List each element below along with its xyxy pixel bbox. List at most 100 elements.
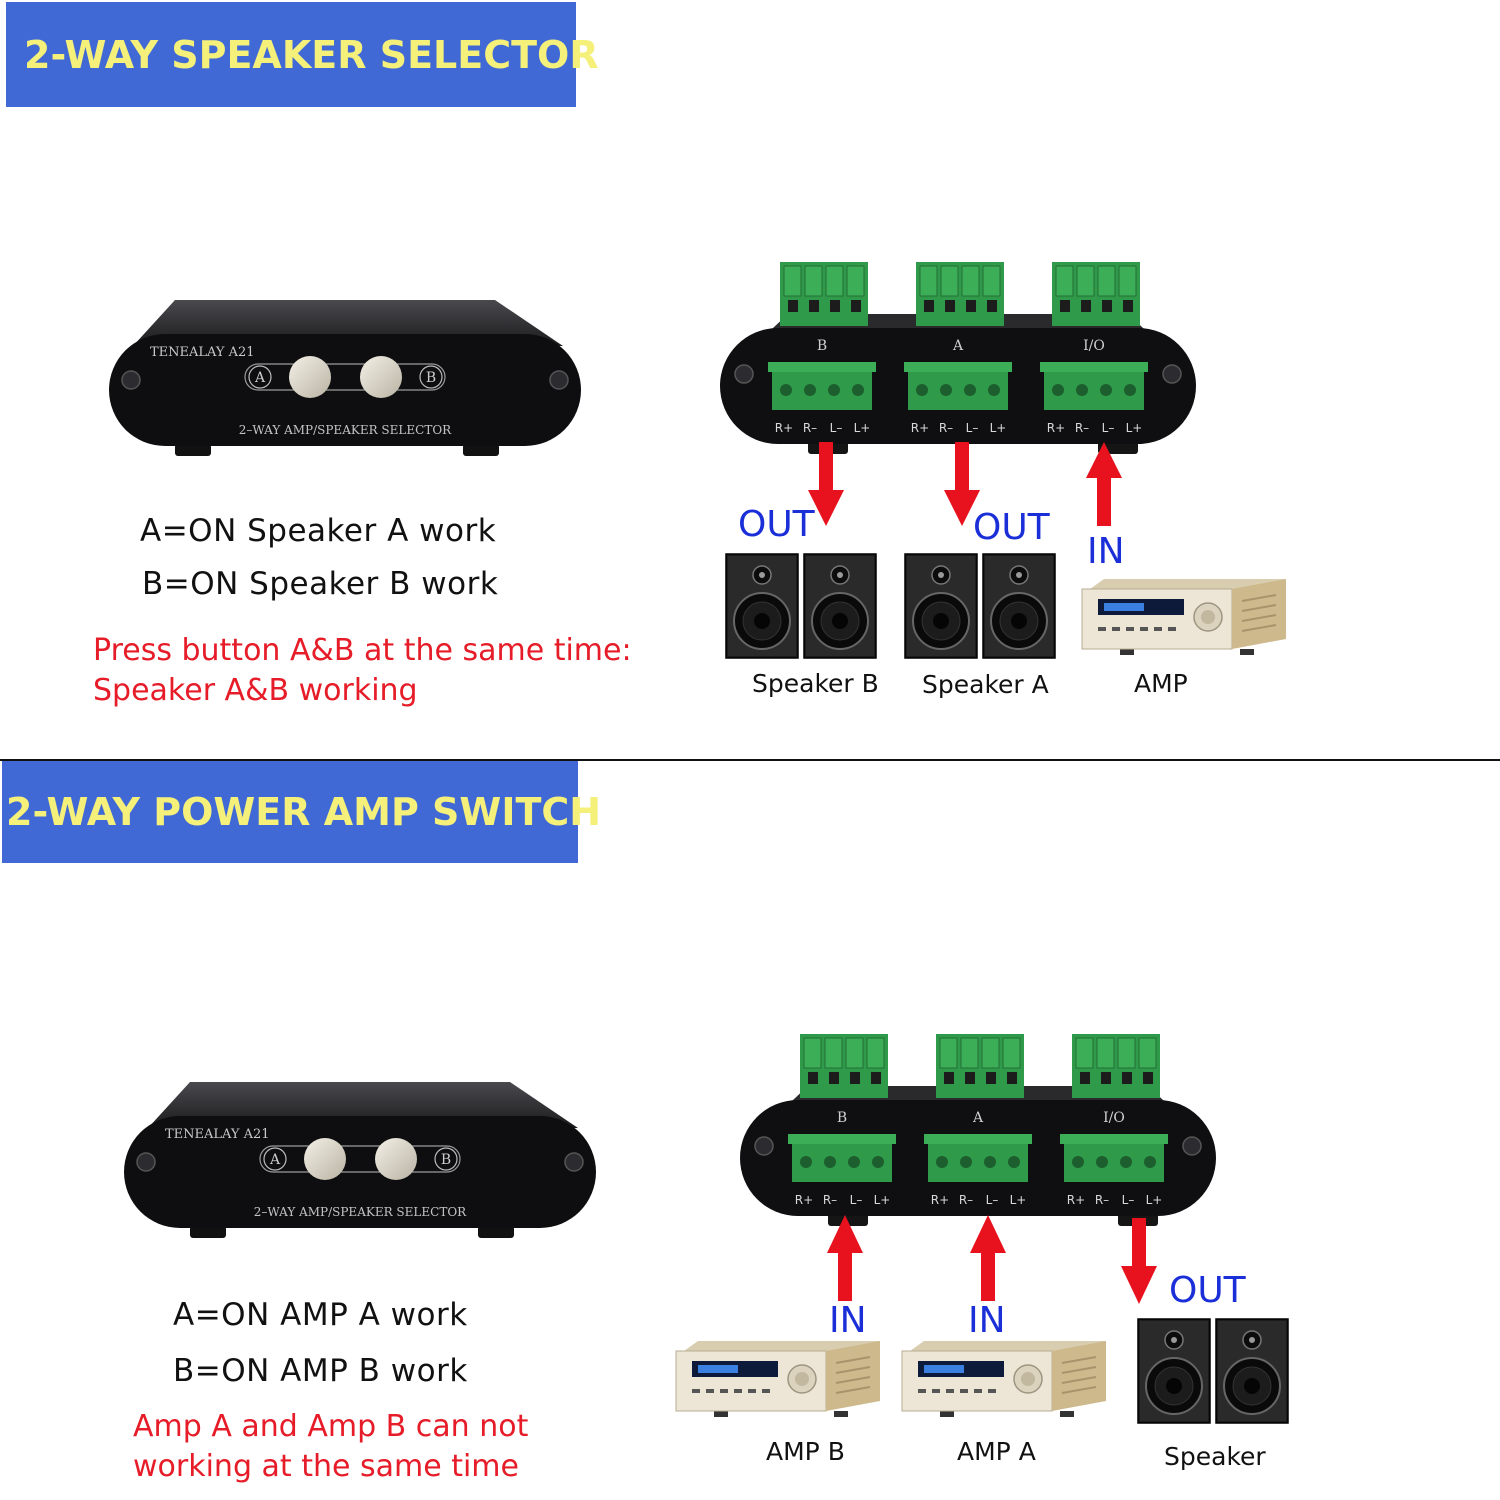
terminal-block-icon bbox=[1040, 362, 1148, 410]
terminal-block-icon bbox=[788, 1134, 896, 1182]
section1-label-b: Speaker B bbox=[752, 669, 879, 698]
section1-flow-io: IN bbox=[1087, 531, 1125, 572]
pin-label: L– bbox=[850, 1193, 863, 1207]
selector-front-panel-1: TENEALAY A21 A B 2–WAY AMP/SPEAKER SELEC… bbox=[109, 300, 581, 456]
screw-icon bbox=[121, 370, 141, 390]
section1-note: Press button A&B at the same time: Speak… bbox=[93, 631, 632, 711]
port-label: A bbox=[952, 338, 964, 354]
screw-icon bbox=[549, 370, 569, 390]
pin-label: R+ bbox=[795, 1193, 813, 1207]
push-button-icon[interactable] bbox=[375, 1138, 417, 1180]
button-b-label: B bbox=[426, 370, 436, 386]
terminal-block-icon bbox=[936, 1034, 1024, 1098]
pin-label: R+ bbox=[931, 1193, 949, 1207]
speaker-pair-b bbox=[725, 553, 877, 659]
device-caption: 2–WAY AMP/SPEAKER SELECTOR bbox=[239, 423, 452, 437]
section2-title: 2-WAY POWER AMP SWITCH bbox=[6, 790, 602, 834]
section-divider bbox=[0, 759, 1500, 761]
pin-label: R+ bbox=[1047, 421, 1065, 435]
section2-flow-b: IN bbox=[829, 1300, 867, 1341]
section1-title-banner: 2-WAY SPEAKER SELECTOR bbox=[6, 2, 599, 107]
arrow-down-icon bbox=[1121, 1218, 1157, 1304]
section1-note-line-1: Press button A&B at the same time: bbox=[93, 633, 632, 668]
section1-line-b: B=ON Speaker B work bbox=[142, 566, 499, 602]
pin-label: L+ bbox=[1010, 1193, 1027, 1207]
section2-label-io: Speaker bbox=[1164, 1442, 1266, 1471]
section2-label-b: AMP B bbox=[766, 1437, 845, 1466]
button-a-label: A bbox=[254, 370, 266, 386]
section1-note-line-2: Speaker A&B working bbox=[93, 673, 418, 708]
speaker-pair bbox=[1137, 1318, 1289, 1424]
screw-icon bbox=[136, 1152, 156, 1172]
speaker-icon bbox=[725, 553, 799, 659]
terminal-block-icon bbox=[916, 262, 1004, 326]
terminal-block-icon bbox=[800, 1034, 888, 1098]
speaker-icon bbox=[1137, 1318, 1211, 1424]
terminal-block-icon bbox=[780, 262, 868, 326]
amplifier-icon bbox=[1081, 579, 1286, 655]
section2-line-a: A=ON AMP A work bbox=[173, 1297, 468, 1333]
button-a-label: A bbox=[269, 1152, 281, 1168]
pin-label: L+ bbox=[1126, 421, 1143, 435]
push-button-icon[interactable] bbox=[360, 356, 402, 398]
device-brand-label: TENEALAY A21 bbox=[150, 345, 255, 360]
port-label: I/O bbox=[1103, 1110, 1125, 1126]
screw-icon bbox=[754, 1136, 774, 1156]
amplifier-icon bbox=[901, 1341, 1106, 1417]
pin-label: R– bbox=[959, 1193, 973, 1207]
pin-label: R+ bbox=[775, 421, 793, 435]
terminal-block-icon bbox=[904, 362, 1012, 410]
section2-title-banner: 2-WAY POWER AMP SWITCH bbox=[2, 761, 601, 863]
section1-label-a: Speaker A bbox=[922, 670, 1049, 699]
amplifier-icon bbox=[675, 1341, 880, 1417]
pin-label: L+ bbox=[874, 1193, 891, 1207]
pin-label: R– bbox=[803, 421, 817, 435]
arrow-down-icon bbox=[944, 442, 980, 526]
section1-title: 2-WAY SPEAKER SELECTOR bbox=[24, 32, 599, 77]
button-b-label: B bbox=[441, 1152, 451, 1168]
device-brand-label: TENEALAY A21 bbox=[165, 1127, 270, 1142]
section2-label-a: AMP A bbox=[957, 1437, 1036, 1466]
arrow-up-icon bbox=[970, 1215, 1006, 1301]
speaker-icon bbox=[1215, 1318, 1289, 1424]
port-label: B bbox=[837, 1110, 847, 1126]
push-button-icon[interactable] bbox=[289, 356, 331, 398]
section1-flow-b: OUT bbox=[738, 504, 815, 545]
speaker-icon bbox=[982, 553, 1056, 659]
selector-front-panel-2: TENEALAY A21 A B 2–WAY AMP/SPEAKER SELEC… bbox=[124, 1082, 596, 1238]
port-label: A bbox=[972, 1110, 984, 1126]
pin-label: L+ bbox=[990, 421, 1007, 435]
port-label: I/O bbox=[1083, 338, 1105, 354]
pin-label: R+ bbox=[911, 421, 929, 435]
pin-label: R– bbox=[1075, 421, 1089, 435]
port-label: B bbox=[817, 338, 827, 354]
section2-note-line-1: Amp A and Amp B can not bbox=[133, 1409, 529, 1444]
speaker-pair-a bbox=[904, 553, 1056, 659]
screw-icon bbox=[564, 1152, 584, 1172]
terminal-block-icon bbox=[1052, 262, 1140, 326]
arrow-up-icon bbox=[1086, 442, 1122, 526]
speaker-icon bbox=[803, 553, 877, 659]
pin-label: L– bbox=[986, 1193, 999, 1207]
section2-flow-a: IN bbox=[968, 1300, 1006, 1341]
pin-label: L– bbox=[966, 421, 979, 435]
pin-label: R– bbox=[939, 421, 953, 435]
arrow-up-icon bbox=[827, 1215, 863, 1301]
pin-label: L+ bbox=[1146, 1193, 1163, 1207]
terminal-block-icon bbox=[1060, 1134, 1168, 1182]
pin-label: L– bbox=[1102, 421, 1115, 435]
terminal-block-icon bbox=[1072, 1034, 1160, 1098]
terminal-block-icon bbox=[924, 1134, 1032, 1182]
push-button-icon[interactable] bbox=[304, 1138, 346, 1180]
rear-panel-1: BR+R–L–L+AR+R–L–L+I/OR+R–L–L+ bbox=[720, 262, 1196, 454]
pin-label: R– bbox=[1095, 1193, 1109, 1207]
pin-label: L+ bbox=[854, 421, 871, 435]
arrow-down-icon bbox=[808, 442, 844, 526]
section2-line-b: B=ON AMP B work bbox=[173, 1353, 468, 1389]
terminal-block-icon bbox=[768, 362, 876, 410]
speaker-icon bbox=[904, 553, 978, 659]
section1-label-io: AMP bbox=[1134, 669, 1188, 698]
section2-note: Amp A and Amp B can not working at the s… bbox=[133, 1407, 528, 1487]
section1-line-a: A=ON Speaker A work bbox=[140, 513, 497, 549]
screw-icon bbox=[1162, 364, 1182, 384]
